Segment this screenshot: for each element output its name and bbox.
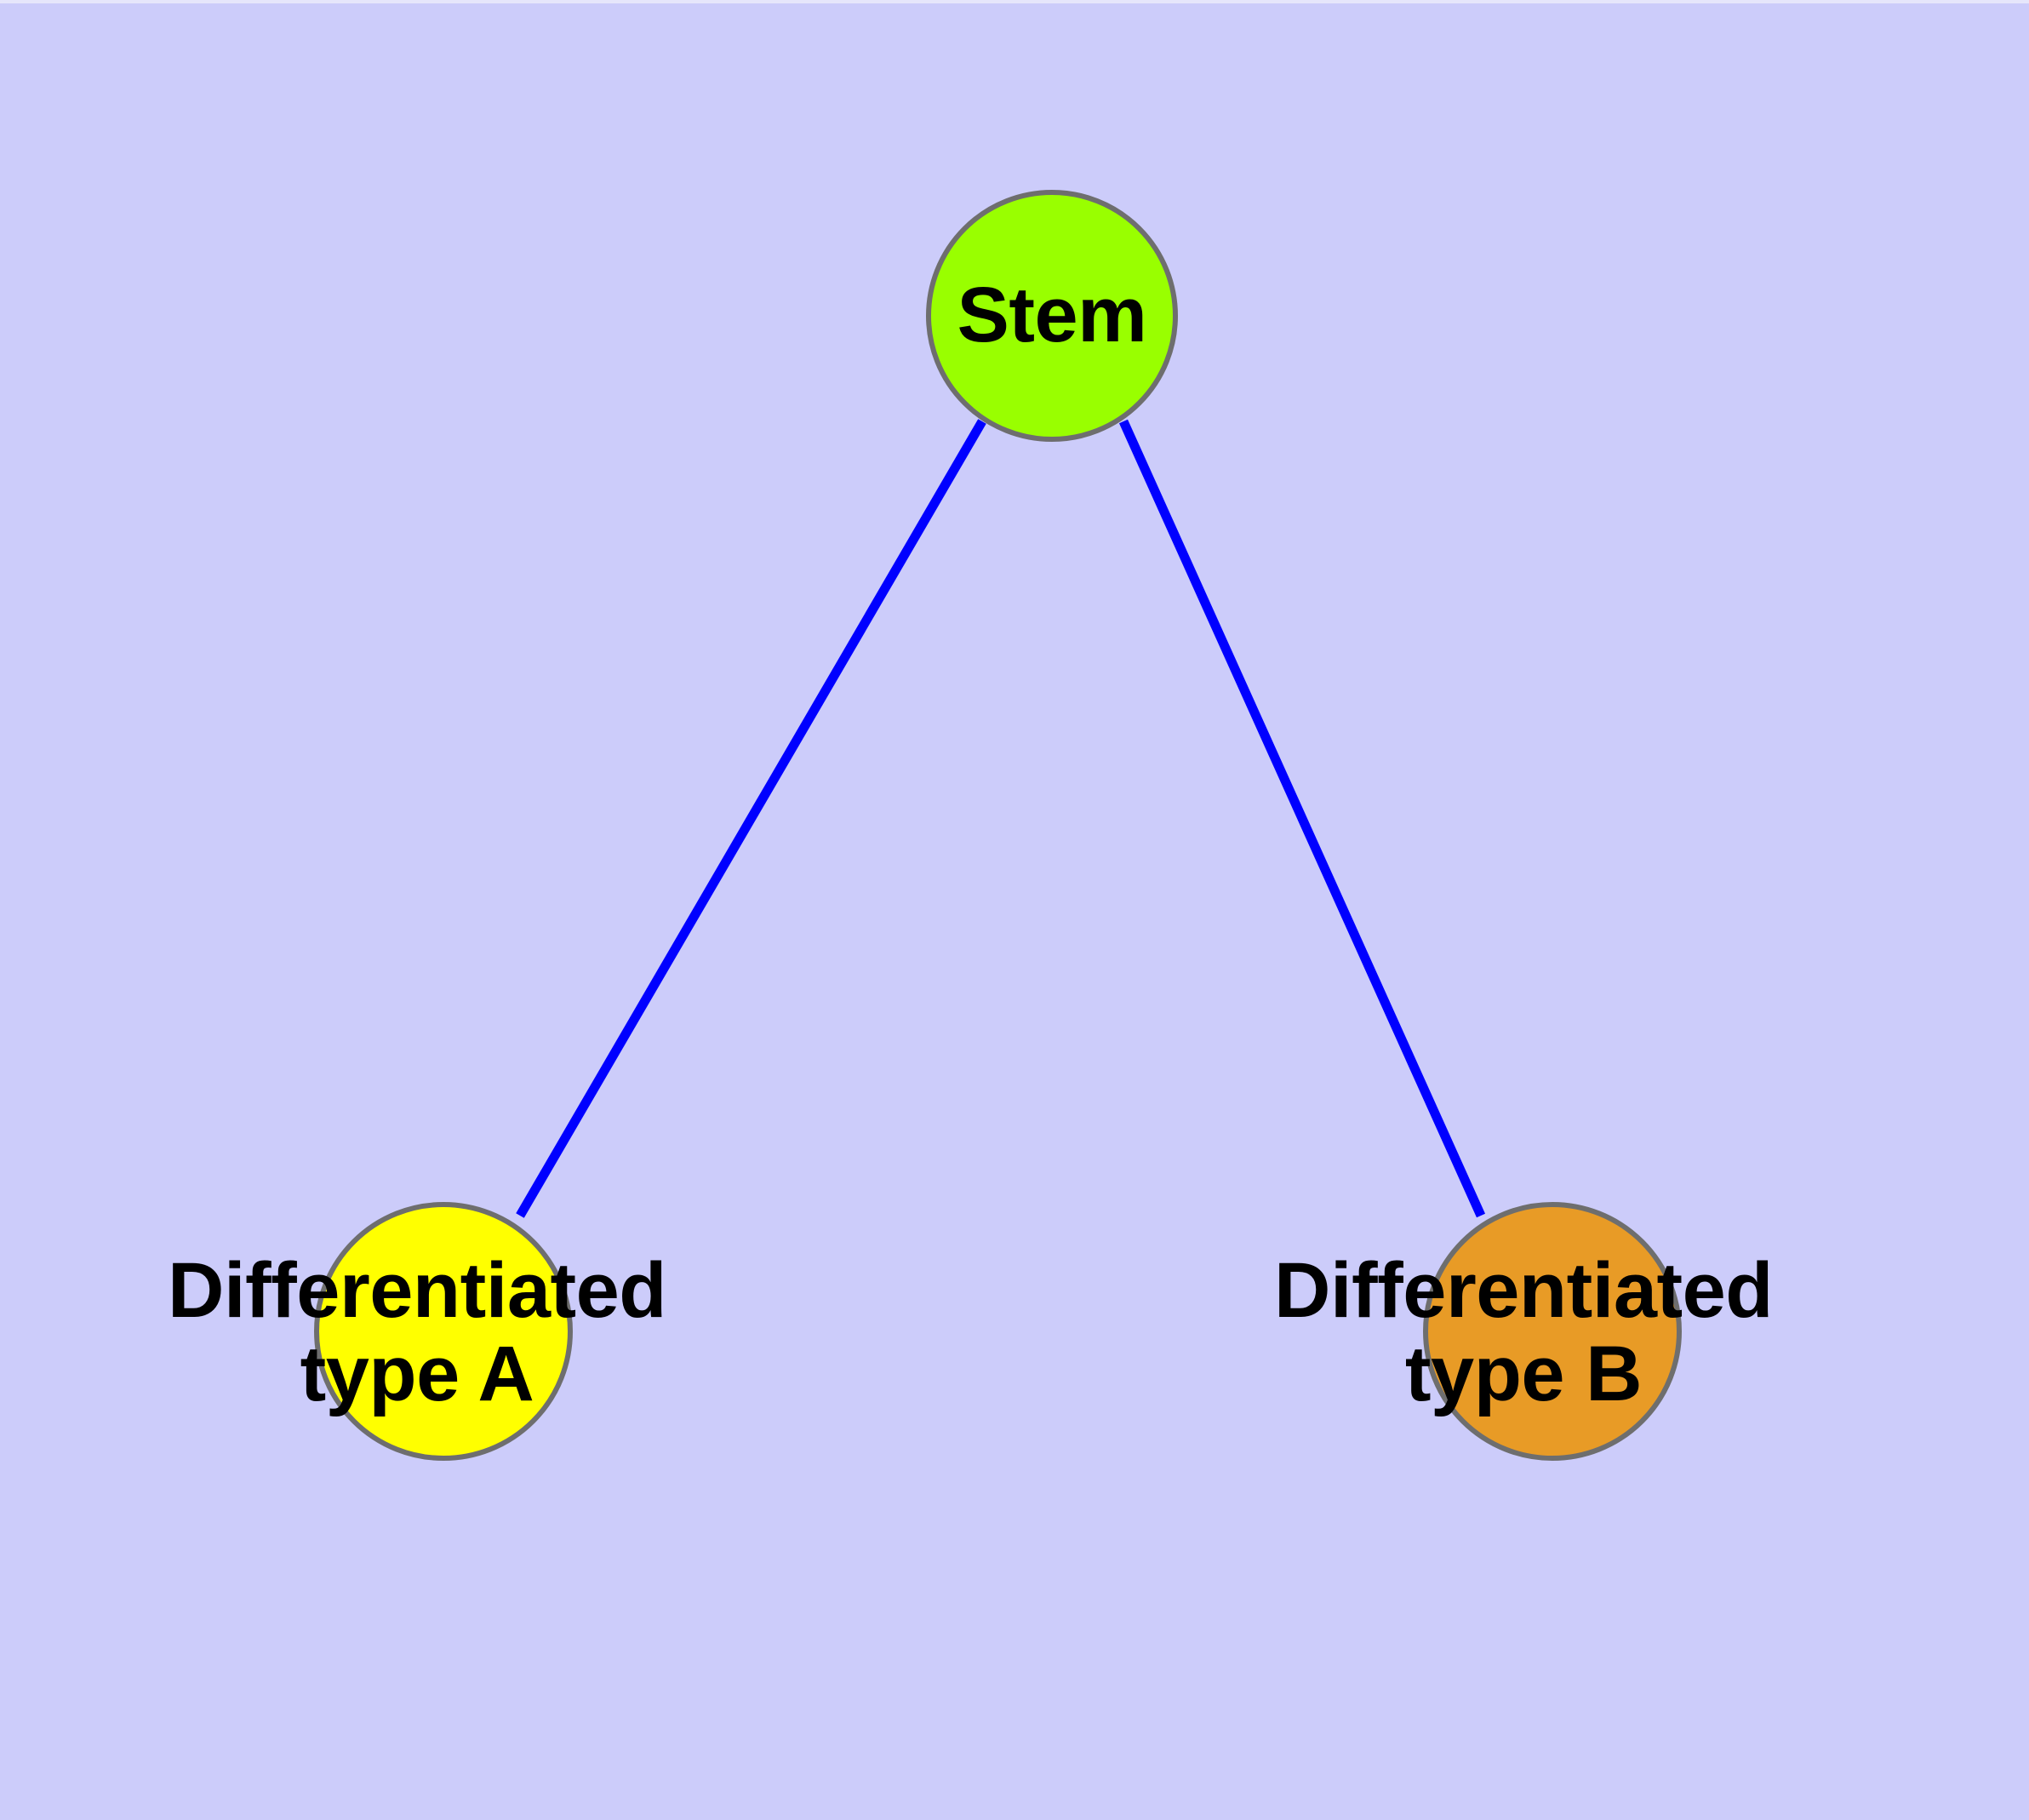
node-differentiated-type-b[interactable] bbox=[1423, 1202, 1682, 1461]
node-stem[interactable] bbox=[926, 190, 1178, 442]
edge-stem-to-diff-b bbox=[1118, 419, 1486, 1218]
node-differentiated-type-a[interactable] bbox=[314, 1202, 573, 1461]
canvas-top-strip bbox=[0, 0, 2029, 3]
edge-stem-to-diff-a bbox=[516, 419, 986, 1218]
